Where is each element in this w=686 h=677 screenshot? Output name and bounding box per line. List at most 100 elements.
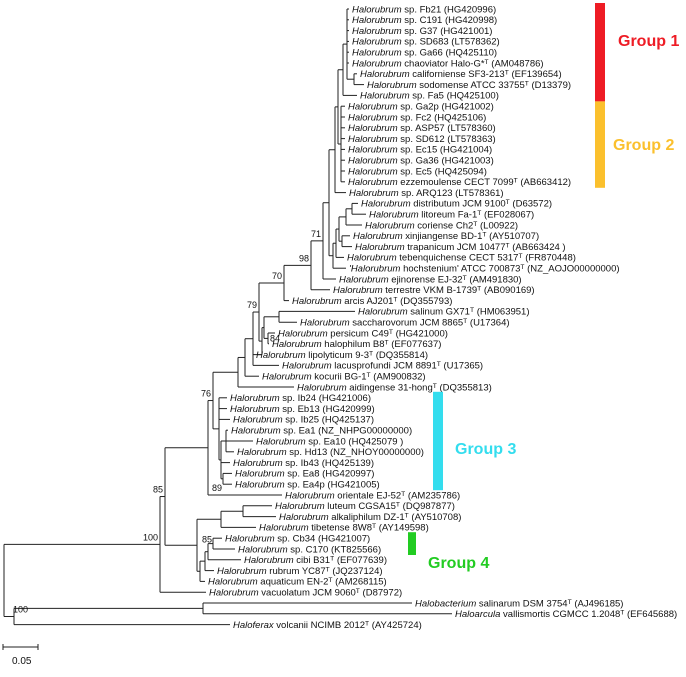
- taxon-label-hochstenium: 'Halorubrum hochstenium' ATCC 700873ᵀ (N…: [349, 264, 620, 275]
- taxon-label-asp57: Halorubrum sp. ASP57 (LT578360): [348, 123, 496, 134]
- strain-accession: sp. Ec15 (HG421004): [398, 145, 493, 156]
- group-bar-2: [595, 101, 605, 188]
- taxon-label-orientale: Halorubrum orientale EJ-52ᵀ (AM235786): [285, 490, 460, 501]
- bootstrap-value: 70: [272, 271, 282, 281]
- genus-name: Halorubrum: [259, 523, 309, 534]
- strain-accession: ezzemoulense CECT 7099ᵀ (AB663412): [398, 177, 571, 188]
- genus-name: Halorubrum: [333, 285, 383, 296]
- strain-accession: persicum C49ᵀ (HG421000): [328, 328, 448, 339]
- strain-accession: sp. Ib43 (HQ425139): [283, 458, 374, 469]
- taxon-label-halophilum: Halorubrum halophilum B8ᵀ (EF077637): [272, 339, 441, 350]
- strain-accession: sp. Ea4p (HG421005): [285, 480, 380, 491]
- genus-name: Halorubrum: [348, 102, 398, 113]
- taxon-label-arcis: Halorubrum arcis AJ201ᵀ (DQ355793): [292, 296, 452, 307]
- strain-accession: sp. Eb13 (HG420999): [280, 404, 375, 415]
- genus-name: Halorubrum: [367, 80, 417, 91]
- genus-name: Halorubrum: [348, 134, 398, 145]
- taxon-label-ga2p: Halorubrum sp. Ga2p (HG421002): [348, 102, 494, 113]
- genus-name: Halorubrum: [352, 15, 402, 26]
- genus-name: Halorubrum: [347, 253, 397, 264]
- strain-accession: sp. Ib25 (HQ425137): [283, 415, 374, 426]
- bootstrap-value: 98: [299, 253, 309, 263]
- genus-name: Haloferax: [233, 620, 275, 631]
- genus-name: Halorubrum: [256, 436, 306, 447]
- taxon-label-salinum: Halorubrum salinum GX71ᵀ (HM063951): [358, 307, 530, 318]
- strain-accession: sp. Fb21 (HG420996): [402, 4, 497, 15]
- taxon-label-c191: Halorubrum sp. C191 (HG420998): [352, 15, 497, 26]
- taxon-label-fa5: Halorubrum sp. Fa5 (HQ425100): [360, 91, 499, 102]
- taxon-label-chaoviator: Halorubrum chaoviator Halo-G*ᵀ (AM048786…: [352, 58, 544, 69]
- taxon-label-trapanicum: Halorubrum trapanicum JCM 10477ᵀ (AB6634…: [355, 242, 566, 253]
- strain-accession: aidingense 31-hongᵀ (DQ355813): [347, 382, 492, 393]
- taxon-label-g37: Halorubrum sp. G37 (HG421001): [352, 26, 492, 37]
- taxon-label-ga66: Halorubrum sp. Ga66 (HQ425110): [352, 48, 497, 59]
- genus-name: Halorubrum: [300, 318, 350, 329]
- taxon-label-haloarcula: Haloarcula vallismortis CGMCC 1.2048ᵀ (E…: [455, 609, 677, 620]
- taxon-label-aidingense: Halorubrum aidingense 31-hongᵀ (DQ355813…: [297, 382, 492, 393]
- group-bar-4: [408, 532, 416, 555]
- genus-name: Haloarcula: [455, 609, 500, 620]
- taxon-label-ea4p: Halorubrum sp. Ea4p (HG421005): [235, 480, 380, 491]
- genus-name: Halorubrum: [365, 220, 415, 231]
- genus-name: Halorubrum: [225, 534, 275, 545]
- genus-name: Halorubrum: [348, 166, 398, 177]
- genus-name: Halorubrum: [352, 48, 402, 59]
- genus-name: Halorubrum: [233, 415, 283, 426]
- taxon-label-saccharo: Halorubrum saccharovorum JCM 8865ᵀ (U173…: [300, 318, 510, 329]
- scale-bar-label: 0.05: [12, 656, 32, 667]
- genus-name: Halorubrum: [275, 501, 325, 512]
- strain-accession: vacuolatum JCM 9060ᵀ (D87972): [259, 588, 403, 599]
- strain-accession: sp. G37 (HG421001): [402, 26, 493, 37]
- strain-accession: orientale EJ-52ᵀ (AM235786): [335, 490, 461, 501]
- strain-accession: terrestre VKM B-1739ᵀ (AB090169): [383, 285, 535, 296]
- taxon-label-distributum: Halorubrum distributum JCM 9100ᵀ (D63572…: [361, 199, 552, 210]
- strain-accession: saccharovorum JCM 8865ᵀ (U17364): [350, 318, 510, 329]
- strain-accession: californiense SF3-213ᵀ (EF139654): [410, 69, 562, 80]
- strain-accession: salinarum DSM 3754ᵀ (AJ496185): [476, 598, 623, 609]
- strain-accession: salinum GX71ᵀ (HM063951): [408, 307, 530, 318]
- genus-name: Halorubrum: [208, 577, 258, 588]
- strain-accession: lipolyticum 9-3ᵀ (DQ355814): [306, 350, 428, 361]
- taxon-label-ejinorense: Halorubrum ejinorense EJ-32ᵀ (AM491830): [339, 274, 522, 285]
- taxon-label-sodomense: Halorubrum sodomense ATCC 33755ᵀ (D13379…: [367, 80, 571, 91]
- genus-name: Halorubrum: [360, 91, 410, 102]
- taxon-label-ea1: Halorubrum sp. Ea1 (NZ_NHPG00000000): [231, 426, 412, 437]
- strain-accession: sp. Ga2p (HG421002): [398, 102, 494, 113]
- taxon-label-sd683: Halorubrum sp. SD683 (LT578362): [352, 37, 500, 48]
- strain-accession: sp. ASP57 (LT578360): [398, 123, 496, 134]
- genus-name: Halorubrum: [231, 426, 281, 437]
- genus-name: Halorubrum: [230, 404, 280, 415]
- taxon-label-cb34: Halorubrum sp. Cb34 (HG421007): [225, 534, 370, 545]
- strain-accession: sp. Fa5 (HQ425100): [410, 91, 499, 102]
- strain-accession: sp. C191 (HG420998): [402, 15, 498, 26]
- strain-accession: sp. Ea1 (NZ_NHPG00000000): [281, 426, 412, 437]
- strain-accession: sp. ARQ123 (LT578361): [399, 188, 504, 199]
- taxon-label-alkaliphilum: Halorubrum alkaliphilum DZ-1ᵀ (AY510708): [279, 512, 461, 523]
- strain-accession: sp. Ea8 (HG420997): [285, 469, 375, 480]
- genus-name: Halorubrum: [369, 210, 419, 221]
- taxon-label-ib25: Halorubrum sp. Ib25 (HQ425137): [233, 415, 374, 426]
- taxon-label-xinjiangense: Halorubrum xinjiangense BD-1ᵀ (AY510707): [353, 231, 539, 242]
- bootstrap-value: 79: [247, 300, 257, 310]
- taxon-label-sd612: Halorubrum sp. SD612 (LT578363): [348, 134, 496, 145]
- strain-accession: volcanii NCIMB 2012ᵀ (AY425724): [274, 620, 422, 631]
- taxon-label-ib43: Halorubrum sp. Ib43 (HQ425139): [233, 458, 374, 469]
- genus-name: Halorubrum: [272, 339, 322, 350]
- genus-name: Halorubrum: [353, 231, 403, 242]
- strain-accession: sp. Ga66 (HQ425110): [402, 48, 497, 59]
- genus-name: Halorubrum: [233, 458, 283, 469]
- group-label-2: Group 2: [613, 137, 674, 154]
- taxon-label-aquaticum: Halorubrum aquaticum EN-2ᵀ (AM268115): [208, 577, 387, 588]
- taxon-label-coriense: Halorubrum coriense Ch2ᵀ (L00922): [365, 220, 518, 231]
- genus-name: Halorubrum: [355, 242, 405, 253]
- strain-accession: vallismortis CGMCC 1.2048ᵀ (EF645688): [500, 609, 677, 620]
- genus-name: Halorubrum: [217, 566, 267, 577]
- bootstrap-value: 71: [311, 229, 321, 239]
- taxon-label-c170: Halorubrum sp. C170 (KT825566): [238, 544, 381, 555]
- taxon-label-tebenq: Halorubrum tebenquichense CECT 5317ᵀ (FR…: [347, 253, 576, 264]
- taxon-label-terrestre: Halorubrum terrestre VKM B-1739ᵀ (AB0901…: [333, 285, 535, 296]
- genus-name: Halorubrum: [282, 361, 332, 372]
- strain-accession: sp. SD683 (LT578362): [402, 37, 500, 48]
- strain-accession: sp. C170 (KT825566): [288, 544, 381, 555]
- strain-accession: alkaliphilum DZ-1ᵀ (AY510708): [329, 512, 462, 523]
